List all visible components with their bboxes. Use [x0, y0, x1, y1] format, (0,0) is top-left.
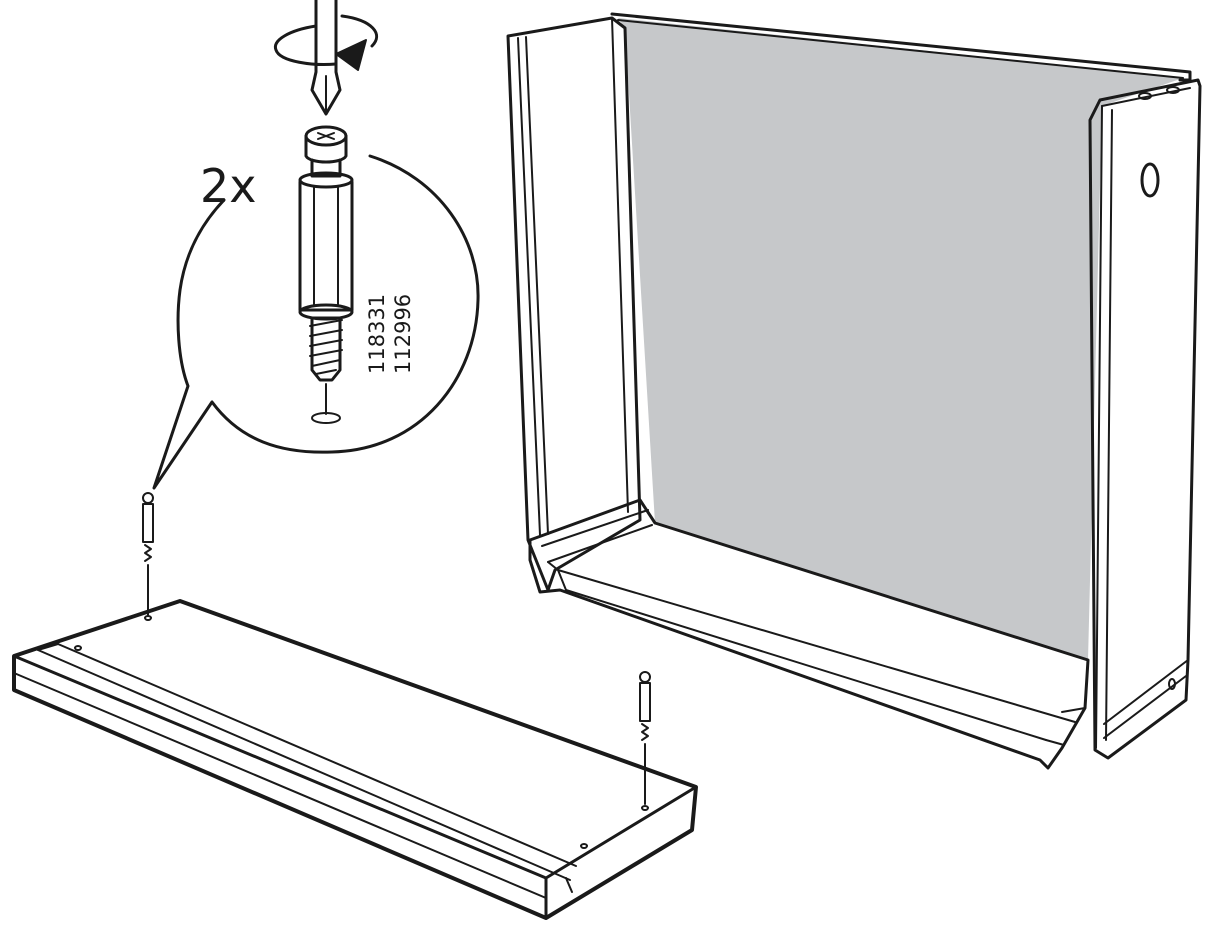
quantity-label: 2x — [200, 159, 257, 213]
cam-dowel-left — [142, 492, 154, 616]
bottom-panel — [12, 599, 698, 920]
dowel-hole — [580, 843, 588, 849]
part-number-1: 118331 — [365, 294, 389, 374]
target-hole — [311, 412, 341, 424]
rotate-arrow-icon — [274, 14, 379, 71]
detail-callout — [152, 154, 480, 490]
dowel-hole — [74, 645, 82, 651]
screwdriver-icon — [310, 0, 342, 116]
cabinet-back-panel — [618, 18, 1183, 660]
cabinet-bottom-rail — [528, 498, 1090, 770]
cam-dowel-right — [639, 671, 651, 805]
dowel-hole — [144, 615, 152, 621]
cabinet-left-side — [506, 16, 642, 592]
cabinet-frame — [506, 12, 1202, 770]
cam-dowel-icon — [298, 125, 354, 424]
cam-lock-hole — [1140, 162, 1160, 198]
dowel-hole — [641, 805, 649, 811]
part-number-2: 112996 — [391, 294, 415, 374]
cabinet-right-side — [1088, 78, 1202, 760]
